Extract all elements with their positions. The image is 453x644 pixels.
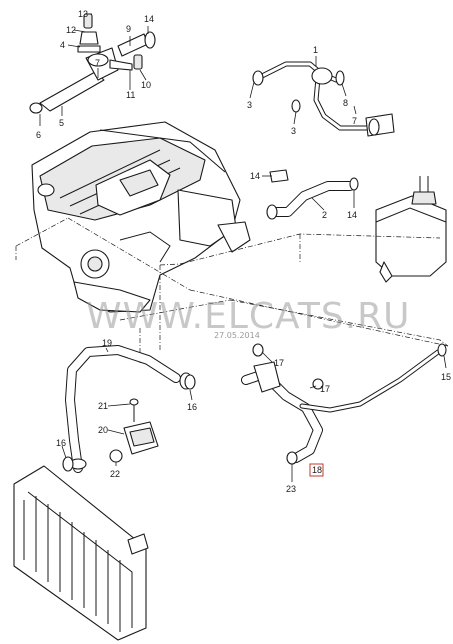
- callout-1[interactable]: 1: [313, 45, 318, 55]
- callout-12[interactable]: 12: [66, 25, 76, 35]
- watermark: WWW.ELCATS.RU: [86, 296, 411, 337]
- callout-16-right[interactable]: 16: [187, 402, 197, 412]
- callout-23[interactable]: 23: [286, 484, 296, 494]
- callout-15[interactable]: 15: [441, 372, 451, 382]
- callout-2[interactable]: 2: [322, 210, 327, 220]
- callout-10[interactable]: 10: [141, 80, 151, 90]
- part-number-callouts: 13 12 4 9 14 5 6 7 11 10 1 3 3 8 7 14 2 …: [36, 9, 451, 494]
- coolant-pipe-assembly: [252, 61, 395, 137]
- expansion-tank: [375, 176, 447, 283]
- hose-18: [241, 343, 447, 465]
- callout-6[interactable]: 6: [36, 130, 41, 140]
- callout-11[interactable]: 11: [126, 90, 135, 100]
- radiator: [13, 465, 149, 641]
- watermark-date: 27.05.2014: [214, 331, 260, 340]
- callout-5[interactable]: 5: [59, 118, 64, 128]
- callout-7[interactable]: 7: [95, 58, 100, 68]
- callout-17-right[interactable]: 17: [320, 384, 330, 394]
- callout-14-top[interactable]: 14: [144, 14, 154, 24]
- hose-2: [266, 169, 359, 220]
- callout-3-left[interactable]: 3: [247, 100, 252, 110]
- callout-22[interactable]: 22: [110, 469, 120, 479]
- callout-14-right[interactable]: 14: [347, 210, 357, 220]
- callout-9[interactable]: 9: [126, 24, 131, 34]
- callout-19[interactable]: 19: [102, 338, 112, 348]
- callout-21[interactable]: 21: [98, 401, 108, 411]
- callout-14-mid[interactable]: 14: [250, 171, 260, 181]
- callout-3-right[interactable]: 3: [291, 126, 296, 136]
- callout-4[interactable]: 4: [60, 40, 65, 50]
- callout-20[interactable]: 20: [98, 425, 108, 435]
- temperature-switch: [109, 398, 159, 463]
- callout-18[interactable]: 18: [312, 465, 322, 475]
- flange-assembly: [29, 13, 156, 114]
- callout-8[interactable]: 8: [343, 98, 348, 108]
- reference-frame: [15, 217, 449, 347]
- callout-16-left[interactable]: 16: [56, 438, 66, 448]
- hose-clamps: [62, 343, 264, 472]
- callout-18-box: [309, 463, 324, 477]
- callout-17-left[interactable]: 17: [274, 358, 284, 368]
- engine-block: [31, 121, 251, 313]
- callout-7-right[interactable]: 7: [352, 116, 357, 126]
- callout-13[interactable]: 13: [78, 9, 88, 19]
- leader-lines: [39, 13, 447, 482]
